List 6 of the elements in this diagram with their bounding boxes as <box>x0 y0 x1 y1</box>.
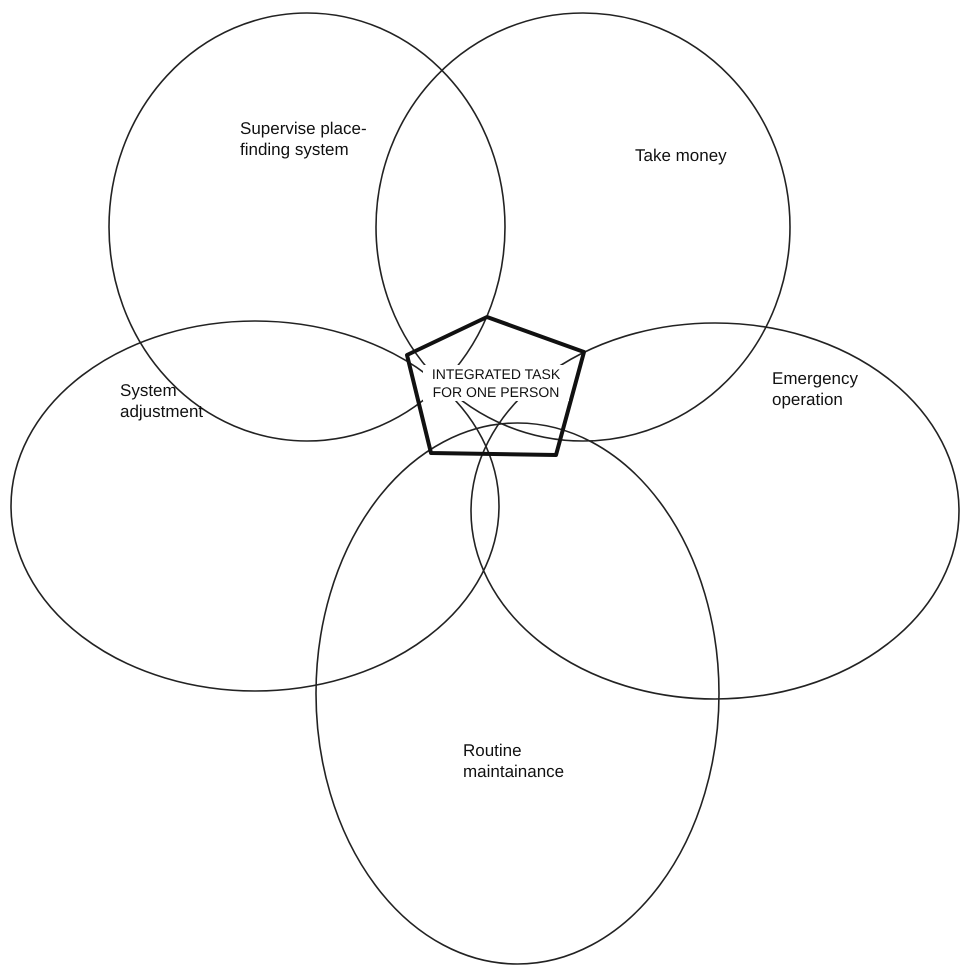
ellipse-label: Emergency operation <box>772 368 859 410</box>
ellipse-label: Supervise place-finding system <box>240 118 368 160</box>
center-label: INTEGRATED TASK FOR ONE PERSON <box>423 365 569 401</box>
ellipse-label: Take money <box>635 145 728 166</box>
ellipse-label: Routine maintainance <box>463 740 566 782</box>
ellipse-label: System adjustment <box>120 380 204 422</box>
